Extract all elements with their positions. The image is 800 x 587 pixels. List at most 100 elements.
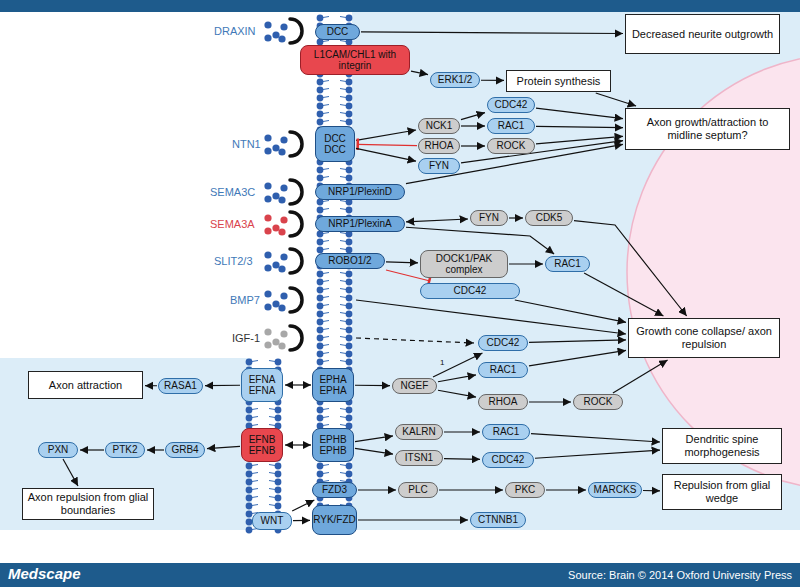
lipid-head xyxy=(346,111,353,118)
activation-arrow xyxy=(411,71,428,74)
lipid-head xyxy=(317,111,324,118)
lipid-head xyxy=(317,175,324,182)
protein-oval: RAC1 xyxy=(478,362,528,378)
lipid-head xyxy=(346,327,353,334)
lipid-head xyxy=(317,287,324,294)
node-text: WNT xyxy=(261,515,284,527)
node-text: DOCK1/PAK complex xyxy=(425,253,503,276)
label-text: IGF-1 xyxy=(232,332,260,344)
binding-cup xyxy=(290,180,302,204)
lipid-head xyxy=(346,167,353,174)
node-text: L1CAM/CHL1 with integrin xyxy=(305,49,405,72)
lipid-head xyxy=(317,335,324,342)
activation-arrow xyxy=(207,446,240,448)
node-text: RAC1 xyxy=(490,364,517,376)
lipid-head xyxy=(317,295,324,302)
receptor-box: ROBO1/2 xyxy=(315,253,385,269)
lipid-head xyxy=(246,511,253,518)
node-text: RYK/FZD xyxy=(313,514,356,526)
protein-oval: EFNA EFNA xyxy=(241,368,283,402)
activation-arrow xyxy=(613,360,668,393)
activation-arrow xyxy=(356,148,416,161)
protein-oval: PLC xyxy=(398,482,438,498)
lipid-head xyxy=(317,167,324,174)
node-text: EFNB EFNB xyxy=(246,434,278,457)
lipid-head xyxy=(246,359,253,366)
lipid-head xyxy=(317,103,324,110)
inhibition-line xyxy=(357,144,417,145)
node-text: NGEF xyxy=(401,380,429,392)
activation-arrow xyxy=(80,449,104,450)
lipid-head xyxy=(346,287,353,294)
lipid-head xyxy=(346,79,353,86)
activation-arrow xyxy=(461,125,485,126)
lipid-head xyxy=(275,407,282,414)
protein-oval: WNT xyxy=(252,512,292,530)
node-text: NRP1/PlexinA xyxy=(328,218,391,230)
lipid-head xyxy=(246,407,253,414)
protein-oval: FYN xyxy=(418,158,460,174)
ligand-dot xyxy=(264,182,271,189)
activation-arrow xyxy=(596,93,636,106)
outcome-box: Axon growth/attraction to midline septum… xyxy=(625,108,790,150)
protein-oval: PTK2 xyxy=(105,442,145,458)
binding-cup xyxy=(290,132,302,156)
lipid-head xyxy=(346,175,353,182)
protein-oval: FYN xyxy=(470,210,508,226)
ligand-dot xyxy=(278,342,285,349)
activation-arrow xyxy=(438,375,476,382)
node-text: DCC xyxy=(327,26,349,38)
lipid-head xyxy=(346,359,353,366)
ligand-dot xyxy=(272,224,279,231)
lipid-bilayer xyxy=(246,15,353,534)
node-text: RAC1 xyxy=(498,120,525,132)
protein-oval: MARCKS xyxy=(588,482,642,498)
ligand-dot xyxy=(264,34,271,41)
label-text: DRAXIN xyxy=(214,25,256,37)
lipid-head xyxy=(246,495,253,502)
activation-arrow xyxy=(529,350,626,365)
ligand-dot xyxy=(278,304,285,311)
receptor-box: EPHA EPHA xyxy=(312,368,354,402)
node-text: EPHA EPHA xyxy=(317,374,349,397)
outcome-box: Growth cone collapse/ axon repulsion xyxy=(628,318,780,358)
node-text: KALRN xyxy=(402,426,435,438)
lipid-head xyxy=(246,527,253,534)
igf1-signal-line xyxy=(356,338,474,343)
outcome-box: Axon attraction xyxy=(28,371,143,399)
activation-arrow xyxy=(355,436,393,442)
binding-cup xyxy=(290,212,302,236)
protein-oval: CDC42 xyxy=(478,335,528,351)
activation-arrow xyxy=(461,141,623,163)
protein-oval: CDC42 xyxy=(420,283,520,299)
ligand-dot xyxy=(272,338,279,345)
lipid-head xyxy=(317,79,324,86)
binding-cup xyxy=(290,326,302,350)
lipid-head xyxy=(246,479,253,486)
header-bar xyxy=(0,0,800,12)
lipid-head xyxy=(346,103,353,110)
lipid-head xyxy=(317,95,324,102)
node-text: PTK2 xyxy=(112,444,137,456)
protein-oval: NGEF xyxy=(392,378,437,394)
receptor-box: NRP1/PlexinD xyxy=(315,184,405,200)
node-text: NCK1 xyxy=(426,120,453,132)
ligand-dot xyxy=(272,31,279,38)
ligand-dot xyxy=(278,196,285,203)
lipid-head xyxy=(346,207,353,214)
activation-arrow xyxy=(509,217,523,218)
lipid-head xyxy=(346,319,353,326)
protein-oval: L1CAM/CHL1 with integrin xyxy=(300,45,410,75)
ligand-dot xyxy=(278,148,285,155)
receptor-box: DCC DCC xyxy=(315,126,355,162)
node-text: EFNA EFNA xyxy=(246,374,278,397)
ligand-dot xyxy=(272,261,279,268)
activation-arrow xyxy=(536,126,623,127)
lipid-head xyxy=(246,503,253,510)
activation-arrow xyxy=(406,219,468,222)
ligand-dot xyxy=(278,228,285,235)
activation-arrow xyxy=(444,458,480,460)
ligand-name: SEMA3A xyxy=(210,218,255,230)
node-text: FYN xyxy=(429,160,449,172)
node-text: ROCK xyxy=(584,396,613,408)
